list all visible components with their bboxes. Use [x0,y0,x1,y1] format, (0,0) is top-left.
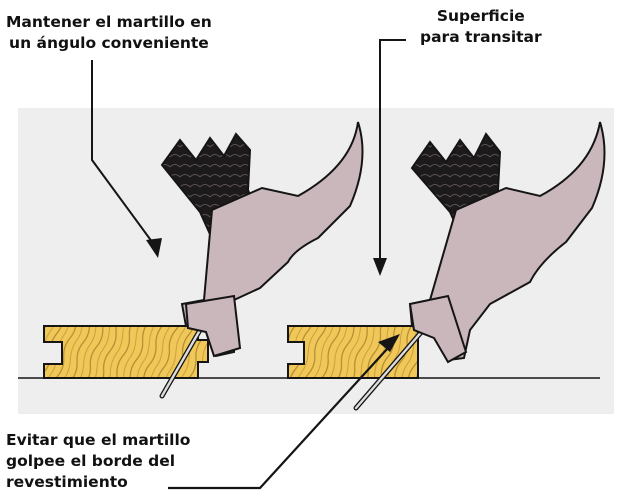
angle-label: Mantener el martillo en un ángulo conven… [6,12,212,54]
avoid-arrowhead [378,334,400,352]
left-floor-board [43,325,209,379]
right-hammer [408,121,606,364]
left-hammer [160,121,364,358]
surface-callout-leader [373,39,406,276]
right-floor-board [287,325,419,379]
angle-callout-leader [91,60,162,258]
angle-label-line-2: un ángulo conveniente [9,34,209,52]
angle-arrowhead [146,238,162,258]
surface-arrowhead [373,258,387,276]
angle-label-line-1: Mantener el martillo en [6,13,212,31]
surface-label-line-1: Superficie [436,7,525,25]
surface-label-line-2: para transitar [420,28,542,46]
avoid-label: Evitar que el martillo golpee el borde d… [6,430,190,493]
avoid-label-line-3: revestimiento [6,473,128,491]
surface-label: Superficie para transitar [420,6,542,48]
avoid-callout-leader [168,334,400,490]
avoid-label-line-1: Evitar que el martillo [6,431,191,449]
avoid-label-line-2: golpee el borde del [6,452,176,470]
